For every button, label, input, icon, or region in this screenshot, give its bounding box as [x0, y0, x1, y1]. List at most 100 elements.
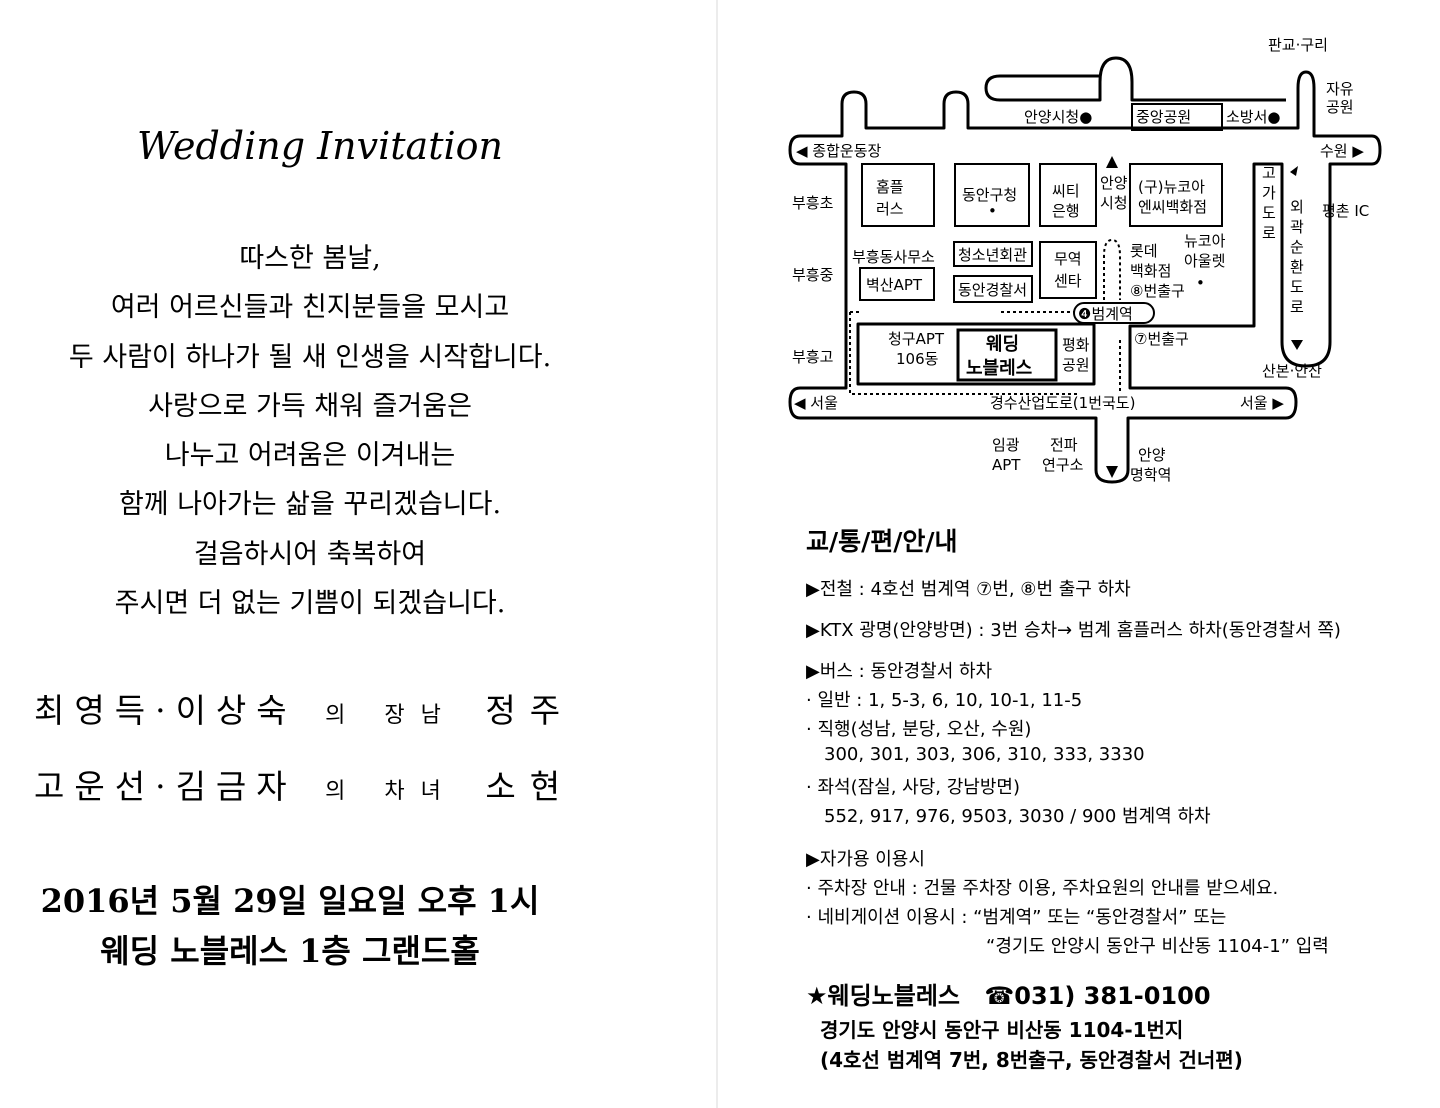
transport-line: ▶자가용 이용시 — [806, 849, 925, 870]
map-label-anyang-si: 안양 — [1100, 174, 1128, 192]
poem-line: 사랑으로 가득 채워 즐거움은 — [148, 390, 472, 422]
venue-name: ★웨딩노블레스 — [806, 982, 960, 1010]
venue-contact: ★웨딩노블레스 ☎031) 381-0100 — [806, 976, 1211, 1011]
map-label-jungang: 중앙공원 — [1136, 108, 1191, 126]
map-label-trade: 센타 — [1054, 272, 1082, 290]
invitation-title: Wedding Invitation — [137, 124, 503, 168]
map-label-lotte: 롯데 — [1130, 242, 1158, 260]
map-label-newcore: (구)뉴코아 — [1138, 178, 1205, 196]
map-dot: • — [1196, 274, 1205, 292]
map-label-buheunggo: 부흥고 — [792, 348, 833, 366]
map-label-sanbon: 산본·안산 — [1262, 362, 1322, 380]
transport-line: · 주차장 안내 : 건물 주차장 이용, 주차요원의 안내를 받으세요. — [806, 878, 1279, 899]
map-label-myeonghak: 안양 — [1138, 446, 1166, 464]
map-label-buheung-office: 부흥동사무소 — [852, 248, 935, 266]
map-label-police: 동안경찰서 — [958, 281, 1027, 299]
venue-phone: ☎031) 381-0100 — [984, 982, 1211, 1010]
map-label-gogadoro: 고 — [1262, 164, 1276, 182]
poem-line: 주시면 더 없는 기쁨이 되겠습니다. — [114, 588, 506, 620]
map-label-wedding-venue: 웨딩 — [986, 334, 1019, 355]
map-label-homeplus: 러스 — [876, 200, 904, 218]
page-fold — [716, 0, 718, 1108]
map-label-exit7: ⑦번출구 — [1134, 330, 1189, 348]
map-label-imgwang: 임광 — [992, 436, 1020, 454]
groom-parents: 최영득·이상숙 — [34, 691, 297, 730]
map-dot: • — [988, 202, 997, 220]
event-venue: 웨딩 노블레스 1층 그랜드홀 — [100, 932, 480, 970]
poem-line: 걸음하시어 축복하여 — [193, 538, 427, 570]
map-label-citi: 은행 — [1052, 202, 1080, 220]
map-label-wedding-venue: 노블레스 — [966, 358, 1032, 379]
transport-line: 552, 917, 976, 9503, 3030 / 900 범계역 하차 — [824, 806, 1211, 827]
location-map: 판교·구리 자유 공원 안양시청● 중앙공원 소방서● ◀ 종합운동장 수원 ▶… — [788, 36, 1382, 484]
transport-line: ▶버스 : 동안경찰서 하차 — [806, 661, 993, 682]
poem-line: 두 사람이 하나가 될 새 인생을 시작합니다. — [68, 341, 552, 373]
map-label-oegwak: 환 — [1290, 258, 1304, 276]
groom-relation: 의 장남 — [325, 703, 457, 728]
map-label-newcore: 엔씨백화점 — [1138, 198, 1207, 216]
map-label-peace-park: 공원 — [1062, 356, 1090, 374]
event-date: 2016년 5월 29일 일요일 오후 1시 — [40, 882, 540, 920]
transport-heading: 교/통/편/안/내 — [806, 527, 958, 556]
map-label-pyeongchon-ic: 평촌 IC — [1322, 202, 1369, 220]
map-label-gogadoro: 도 — [1262, 204, 1276, 222]
map-label-gogadoro: 로 — [1262, 224, 1276, 242]
map-label-station: ❹범계역 — [1078, 305, 1133, 323]
groom-family: 최영득·이상숙 의 장남 정주 — [34, 684, 574, 732]
map-label-cheonggu: 청구APT — [888, 330, 945, 348]
transport-line: · 일반 : 1, 5-3, 6, 10, 10-1, 11-5 — [806, 690, 1083, 711]
map-label-trade: 무역 — [1054, 250, 1082, 268]
map-label-jayu2: 공원 — [1326, 98, 1354, 116]
bride-parents: 고운선·김금자 — [34, 767, 297, 806]
map-label-gyeongsu: 경수산업도로(1번국도) — [990, 394, 1135, 412]
poem-line: 함께 나아가는 삶을 꾸리겠습니다. — [118, 489, 502, 521]
map-label-cheonggu: 106동 — [896, 350, 939, 368]
transport-line: · 직행(성남, 분당, 오산, 수원) — [806, 719, 1032, 740]
transport-line: · 네비게이션 이용시 : “범계역” 또는 “동안경찰서” 또는 — [806, 907, 1227, 928]
map-label-byeoksan: 벽산APT — [866, 276, 923, 294]
invitation-poem: 따스한 봄날, 여러 어르신들과 친지분들을 모시고 두 사람이 하나가 될 새… — [0, 234, 620, 628]
map-label-newcore-outlet: 아울렛 — [1184, 252, 1225, 270]
bride-relation: 의 차녀 — [325, 779, 457, 804]
map-label-oegwak: 순 — [1290, 238, 1304, 256]
map-label-jonghap: ◀ 종합운동장 — [796, 142, 882, 160]
transport-line: 300, 301, 303, 306, 310, 333, 3330 — [824, 744, 1145, 765]
map-label-pangyo: 판교·구리 — [1268, 36, 1328, 54]
bride-family: 고운선·김금자 의 차녀 소현 — [34, 760, 574, 808]
map-label-homeplus: 홈플 — [876, 178, 904, 196]
venue-address-note: (4호선 범계역 7번, 8번출구, 동안경찰서 건너편) — [820, 1048, 1243, 1072]
map-label-dongan-gucheong: 동안구청 — [962, 186, 1017, 204]
map-label-anyang-si: 시청 — [1100, 194, 1128, 212]
map-label-lotte: 백화점 — [1130, 262, 1171, 280]
map-label-oegwak: 도 — [1290, 278, 1304, 296]
map-label-oegwak: 로 — [1290, 298, 1304, 316]
venue-address: 경기도 안양시 동안구 비산동 1104-1번지 — [820, 1018, 1184, 1042]
map-label-seoul-left: ◀ 서울 — [794, 394, 838, 412]
groom-name: 정주 — [485, 691, 575, 730]
map-label-sobang: 소방서● — [1226, 108, 1281, 126]
bride-name: 소현 — [485, 767, 575, 806]
map-label-oegwak: 곽 — [1290, 218, 1304, 236]
map-label-gogadoro: 가 — [1262, 184, 1276, 202]
invitation-panel: Wedding Invitation 따스한 봄날, 여러 어르신들과 친지분들… — [0, 0, 716, 1108]
map-label-anyang-cityhall: 안양시청● — [1024, 108, 1092, 126]
map-label-exit8: ⑧번출구 — [1130, 282, 1185, 300]
map-label-buheungjung: 부흥중 — [792, 266, 833, 284]
map-label-jeonpa: 연구소 — [1042, 456, 1084, 474]
map-label-myeonghak: 명학역 — [1130, 466, 1171, 484]
map-label-suwon: 수원 ▶ — [1320, 142, 1364, 160]
poem-line: 따스한 봄날, — [239, 243, 381, 274]
transport-line: ▶전철 : 4호선 범계역 ⑦번, ⑧번 출구 하차 — [806, 579, 1131, 600]
map-label-seoul-right: 서울 ▶ — [1240, 394, 1284, 412]
transport-line: “경기도 안양시 동안구 비산동 1104-1” 입력 — [986, 936, 1329, 957]
map-label-imgwang: APT — [992, 456, 1021, 474]
map-label-oegwak: 외 — [1290, 198, 1304, 216]
poem-line: 여러 어르신들과 친지분들을 모시고 — [110, 292, 510, 324]
poem-line: 나누고 어려움은 이겨내는 — [164, 440, 456, 472]
map-label-buheungcho: 부흥초 — [792, 194, 834, 212]
map-label-jeonpa: 전파 — [1050, 436, 1078, 454]
map-label-citi: 씨티 — [1052, 182, 1080, 200]
transport-line: · 좌석(잠실, 사당, 강남방면) — [806, 777, 1020, 798]
map-label-youth-center: 청소년회관 — [958, 246, 1027, 264]
map-label-jayu: 자유 — [1326, 80, 1354, 98]
